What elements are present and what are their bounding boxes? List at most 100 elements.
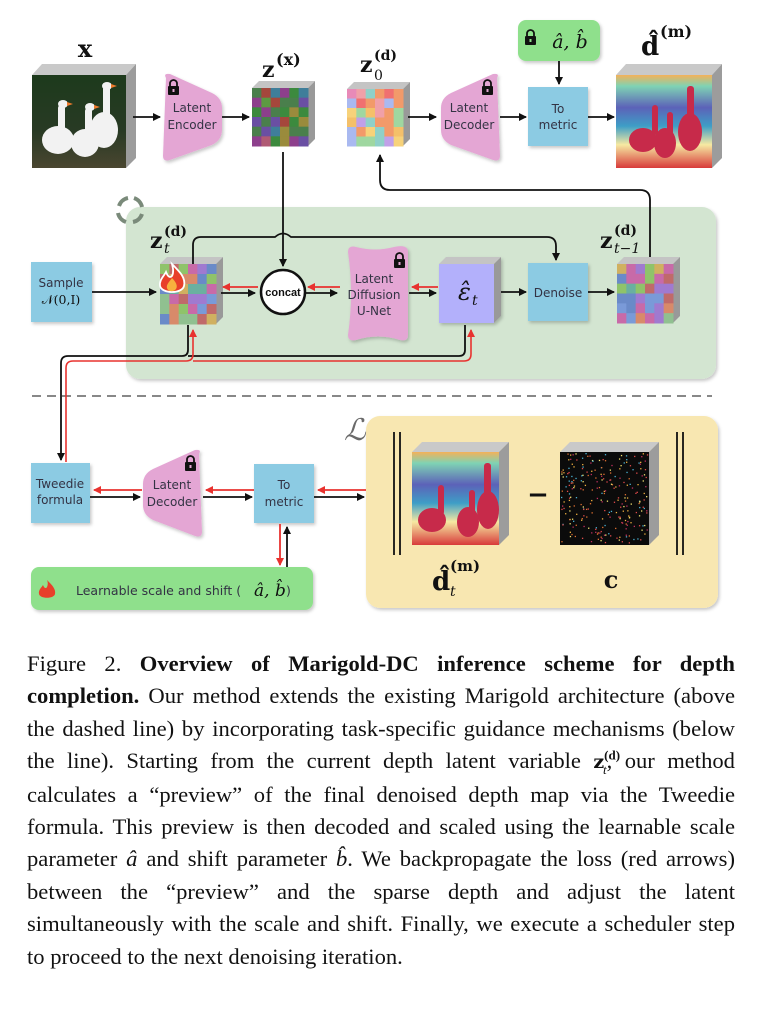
latent-tile <box>280 88 290 99</box>
latent-tile <box>206 304 217 315</box>
sparse-point <box>600 473 602 475</box>
latent-tile <box>356 108 367 118</box>
sparse-point <box>591 459 594 462</box>
unet-label-line1: Latent <box>355 272 394 286</box>
latent-z0-cube <box>347 82 410 147</box>
sparse-point <box>583 525 585 528</box>
sparse-point <box>626 505 628 507</box>
output-depth-label-base: d̂ <box>641 29 659 62</box>
latent-x-label-sup: (x) <box>276 50 301 69</box>
sparse-point <box>569 454 572 456</box>
latent-tile <box>654 313 665 324</box>
sparse-point <box>586 516 588 518</box>
caption-title: Overview of Marigold-DC inference scheme… <box>27 651 735 709</box>
sparse-point <box>600 530 602 533</box>
latent-tile <box>252 107 262 118</box>
sparse-point <box>609 479 612 481</box>
latent-tile <box>160 304 170 315</box>
sparse-point <box>619 516 621 518</box>
sparse-point <box>604 490 607 492</box>
sparse-point <box>646 496 648 498</box>
latent-tile <box>261 107 272 118</box>
sparse-point <box>639 501 641 503</box>
latent-tile <box>365 89 376 99</box>
latent-tile <box>280 107 290 118</box>
latent-tile <box>635 273 646 285</box>
sparse-point <box>576 513 578 515</box>
sparse-point <box>581 475 583 477</box>
latent-tile <box>298 88 309 99</box>
latent-tile <box>365 127 376 137</box>
sparse-point <box>624 500 627 502</box>
pred-depth-label-sup: (m) <box>450 557 480 575</box>
latent-tile <box>654 264 665 275</box>
latent-tile <box>347 89 357 99</box>
to-metric-bottom-line2: metric <box>265 495 304 509</box>
sparse-point <box>591 499 593 502</box>
lock-icon <box>394 252 405 268</box>
latent-tile <box>298 107 309 118</box>
sparse-point <box>636 472 638 474</box>
latent-tile <box>393 127 404 137</box>
latent-tile <box>197 264 208 275</box>
sparse-point <box>640 539 642 541</box>
sparse-point <box>600 540 602 542</box>
flame-icon <box>38 580 56 598</box>
latent-tile <box>393 108 404 118</box>
latent-tile <box>375 108 385 118</box>
sparse-point <box>616 537 618 539</box>
unet-label-line3: U-Net <box>357 304 391 318</box>
pred-depth-label-sub: t <box>450 584 456 600</box>
latent-tile <box>356 136 367 147</box>
pred-depth-label-base: d̂ <box>432 564 450 597</box>
sparse-point <box>587 508 589 510</box>
latent-tile <box>626 293 637 304</box>
sparse-point <box>619 518 621 520</box>
input-image-cube <box>32 64 136 168</box>
sparse-point <box>562 524 564 526</box>
sparse-point <box>604 460 607 462</box>
sparse-point <box>600 475 603 477</box>
caption-a-hat: â <box>126 846 138 872</box>
cube-top-face <box>347 82 410 89</box>
latent-tile <box>206 294 217 305</box>
latent-tile <box>393 98 404 109</box>
to-metric-block-top <box>528 87 588 146</box>
latent-tile <box>375 98 385 109</box>
sparse-point <box>598 486 601 489</box>
sparse-point <box>621 522 624 524</box>
caption-text-1: Our method extends the existing Marigold… <box>27 683 736 774</box>
latent-x-label-base: z <box>262 57 275 83</box>
latent-tile <box>261 88 272 99</box>
sparse-point <box>597 538 600 540</box>
latent-tile <box>178 284 189 295</box>
sparse-point <box>590 473 592 476</box>
sparse-point <box>624 497 626 499</box>
lock-icon <box>525 29 536 45</box>
sparse-point <box>567 453 569 455</box>
sparse-point <box>576 459 578 461</box>
sparse-point <box>561 471 563 473</box>
sparse-point <box>644 460 646 462</box>
sparse-point <box>566 490 569 493</box>
sparse-point <box>595 527 598 529</box>
sparse-point <box>583 515 585 517</box>
sparse-point <box>641 475 643 477</box>
latent-zt1-cube <box>617 257 680 324</box>
sparse-point <box>605 534 607 536</box>
sparse-point <box>571 463 573 465</box>
to-metric-top-line1: To <box>551 102 565 116</box>
sparse-point <box>603 534 606 536</box>
latent-tile <box>188 284 198 295</box>
sparse-point <box>632 469 634 471</box>
sparse-point <box>642 480 644 482</box>
sparse-point <box>561 496 563 499</box>
latent-tile <box>270 107 281 118</box>
sparse-point <box>624 519 627 522</box>
latent-tile <box>188 304 198 315</box>
sparse-point <box>645 486 647 488</box>
arrow-zt-to-tweedie <box>57 325 189 461</box>
sparse-point <box>568 484 570 487</box>
decoder-bottom-label-line1: Latent <box>153 478 192 492</box>
latent-tile <box>356 89 367 99</box>
